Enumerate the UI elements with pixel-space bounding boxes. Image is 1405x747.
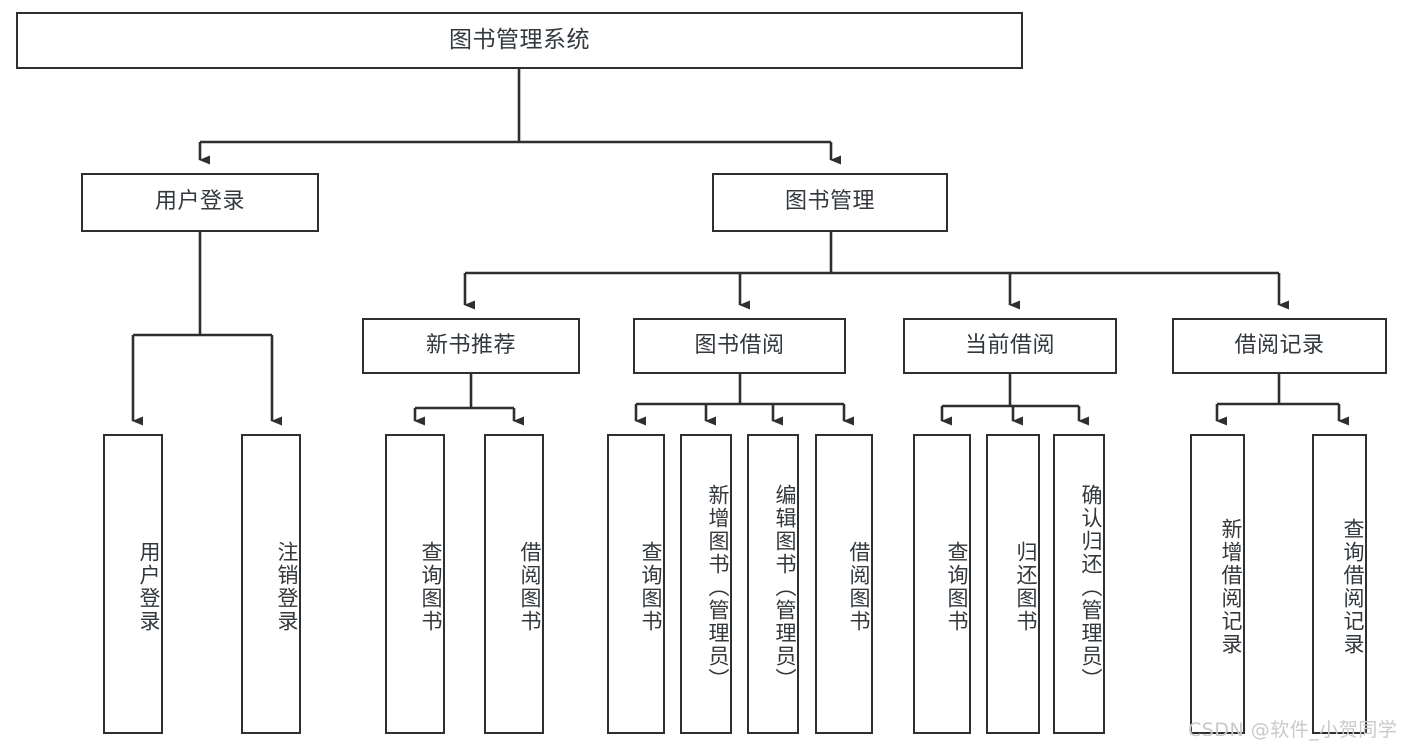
node-leaf-query-borrow-record[interactable]: 查询借阅记录 [1312, 434, 1367, 734]
node-leaf-confirm-return-admin[interactable]: 确认归还（管理员） [1053, 434, 1105, 734]
node-root[interactable]: 图书管理系统 [16, 12, 1023, 69]
node-leaf-user-logout[interactable]: 注销登录 [241, 434, 301, 734]
node-leaf-user-logout-label: 注销登录 [275, 541, 299, 633]
node-leaf-confirm-return-admin-label: 确认归还（管理员） [1079, 483, 1103, 691]
node-leaf-add-borrow-record-label: 新增借阅记录 [1219, 518, 1243, 656]
node-current-borrow-label: 当前借阅 [964, 332, 1055, 358]
node-leaf-add-book-admin-label: 新增图书（管理员） [706, 483, 730, 691]
node-leaf-return-book[interactable]: 归还图书 [986, 434, 1040, 734]
node-leaf-edit-book-admin[interactable]: 编辑图书（管理员） [747, 434, 799, 734]
node-user-login-label: 用户登录 [154, 189, 245, 215]
node-new-book-rec[interactable]: 新书推荐 [362, 318, 580, 374]
node-borrow-record-label: 借阅记录 [1234, 332, 1325, 358]
node-leaf-return-book-label: 归还图书 [1014, 541, 1038, 633]
node-leaf-query-book-borrow[interactable]: 查询图书 [607, 434, 665, 734]
node-leaf-query-book-current-label: 查询图书 [945, 541, 969, 633]
node-borrow-record[interactable]: 借阅记录 [1172, 318, 1387, 374]
node-leaf-user-login-label: 用户登录 [137, 541, 161, 633]
node-user-login[interactable]: 用户登录 [81, 173, 319, 232]
node-book-manage[interactable]: 图书管理 [712, 173, 948, 232]
node-leaf-query-borrow-record-label: 查询借阅记录 [1341, 518, 1365, 656]
node-leaf-borrow-book-label: 借阅图书 [847, 541, 871, 633]
node-root-label: 图书管理系统 [449, 26, 590, 53]
node-book-borrow-label: 图书借阅 [694, 332, 785, 358]
node-leaf-borrow-book[interactable]: 借阅图书 [815, 434, 873, 734]
node-leaf-borrow-book-rec-label: 借阅图书 [518, 541, 542, 633]
csdn-watermark: CSDN @软件_小贺同学 [1188, 719, 1398, 741]
node-leaf-edit-book-admin-label: 编辑图书（管理员） [773, 483, 797, 691]
node-leaf-borrow-book-rec[interactable]: 借阅图书 [484, 434, 544, 734]
node-leaf-query-book-borrow-label: 查询图书 [639, 541, 663, 633]
node-leaf-user-login[interactable]: 用户登录 [103, 434, 163, 734]
node-leaf-add-book-admin[interactable]: 新增图书（管理员） [680, 434, 732, 734]
node-leaf-add-borrow-record[interactable]: 新增借阅记录 [1190, 434, 1245, 734]
node-new-book-rec-label: 新书推荐 [425, 332, 516, 358]
node-leaf-query-book-rec[interactable]: 查询图书 [385, 434, 445, 734]
node-leaf-query-book-current[interactable]: 查询图书 [913, 434, 971, 734]
node-book-manage-label: 图书管理 [784, 189, 875, 215]
node-leaf-query-book-rec-label: 查询图书 [419, 541, 443, 633]
node-book-borrow[interactable]: 图书借阅 [633, 318, 846, 374]
node-current-borrow[interactable]: 当前借阅 [903, 318, 1117, 374]
